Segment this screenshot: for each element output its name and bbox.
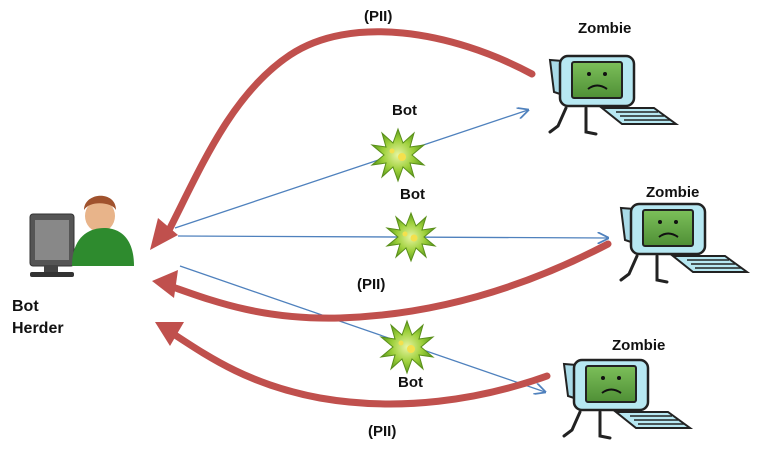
herder-label-line-1: Bot (12, 298, 39, 315)
sad-computer-icon (548, 54, 680, 136)
pii-label-1: (PII) (364, 8, 393, 25)
pii-arrow-2 (166, 240, 612, 322)
green-virus-icon (379, 319, 435, 375)
herder-icon (29, 195, 134, 277)
bot-label-1: Bot (392, 102, 417, 119)
bot-arrow-3 (179, 265, 545, 392)
zombie-label-2: Zombie (646, 184, 700, 201)
bot-label-2: Bot (400, 186, 425, 203)
zombie-label-3: Zombie (612, 337, 666, 354)
pii-arrowhead-1 (150, 218, 178, 250)
bot-arrow-1 (174, 110, 528, 229)
pii-arrow-3 (168, 329, 551, 408)
bot-arrows (174, 110, 608, 392)
pii-arrow-1 (162, 28, 536, 240)
sad-computer-icon (562, 358, 694, 440)
zombie-computer-1 (548, 54, 680, 136)
bot-icon-2 (385, 211, 437, 263)
green-virus-icon (370, 127, 426, 183)
pii-label-2: (PII) (357, 276, 386, 293)
zombie-computer-2 (619, 202, 751, 284)
herder-label-line-2: Herder (12, 320, 64, 337)
sad-computer-icon (619, 202, 751, 284)
pii-arrows (150, 28, 612, 408)
zombie-computer-3 (562, 358, 694, 440)
herder-label: Bot Herder (12, 296, 64, 340)
bot-icon-3 (379, 319, 435, 375)
pii-label-3: (PII) (368, 423, 397, 440)
bot-arrow-2 (177, 236, 608, 238)
zombie-label-1: Zombie (578, 20, 632, 37)
pii-arrowhead-2 (152, 270, 178, 298)
bot-label-3: Bot (398, 374, 423, 391)
pii-arrowhead-3 (155, 322, 184, 346)
bot-icon-1 (370, 127, 426, 183)
